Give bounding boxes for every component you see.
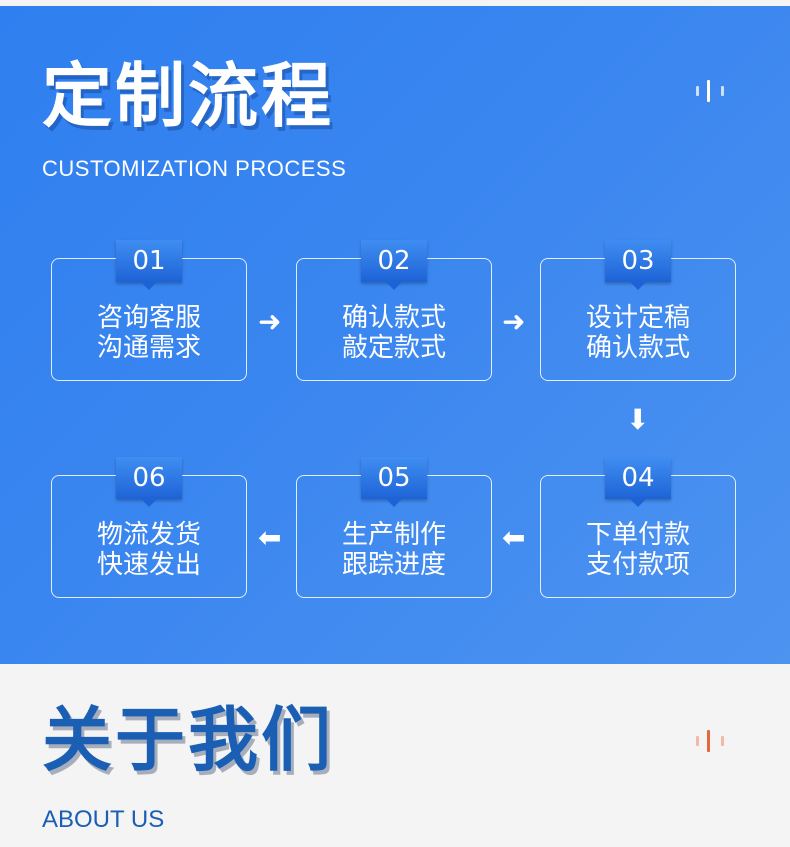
- step-04: 04 下单付款 支付款项: [540, 457, 736, 598]
- step-03: 03 设计定稿 确认款式: [540, 240, 736, 381]
- customization-process-section: 定制流程 CUSTOMIZATION PROCESS 01 咨询客服 沟通需求 …: [0, 6, 790, 664]
- step-text: 确认款式 敲定款式: [297, 303, 491, 363]
- arrow-left-icon: ⬅: [502, 521, 526, 554]
- bars-decoration-icon: [696, 80, 726, 102]
- arrow-down-icon: ⬇: [626, 403, 650, 436]
- arrow-right-icon: ➜: [502, 305, 526, 338]
- step-text: 咨询客服 沟通需求: [52, 303, 246, 363]
- step-line-1: 确认款式: [341, 303, 446, 333]
- top-strip: [0, 0, 790, 6]
- step-line-2: 支付款项: [585, 550, 690, 580]
- step-line-1: 下单付款: [585, 520, 690, 550]
- step-text: 生产制作 跟踪进度: [297, 520, 491, 580]
- step-number-badge: 01: [116, 240, 182, 282]
- arrow-right-icon: ➜: [258, 305, 282, 338]
- process-subtitle: CUSTOMIZATION PROCESS: [42, 156, 347, 181]
- step-line-1: 物流发货: [96, 520, 201, 550]
- arrow-left-icon: ⬅: [258, 521, 282, 554]
- step-line-1: 设计定稿: [585, 303, 690, 333]
- step-number-badge: 06: [116, 457, 182, 499]
- process-title: 定制流程: [42, 55, 334, 137]
- step-05: 05 生产制作 跟踪进度: [296, 457, 492, 598]
- step-number-badge: 04: [605, 457, 671, 499]
- step-01: 01 咨询客服 沟通需求: [51, 240, 247, 381]
- about-title: 关于我们: [42, 699, 334, 781]
- step-line-2: 快速发出: [96, 550, 201, 580]
- step-text: 物流发货 快速发出: [52, 520, 246, 580]
- step-line-1: 咨询客服: [96, 303, 201, 333]
- step-text: 设计定稿 确认款式: [541, 303, 735, 363]
- step-line-2: 沟通需求: [96, 333, 201, 363]
- step-line-2: 跟踪进度: [341, 550, 446, 580]
- step-text: 下单付款 支付款项: [541, 520, 735, 580]
- step-line-2: 敲定款式: [341, 333, 446, 363]
- step-02: 02 确认款式 敲定款式: [296, 240, 492, 381]
- step-number-badge: 02: [361, 240, 427, 282]
- step-line-1: 生产制作: [341, 520, 446, 550]
- step-number-badge: 03: [605, 240, 671, 282]
- about-subtitle: ABOUT US: [42, 806, 165, 833]
- step-06: 06 物流发货 快速发出: [51, 457, 247, 598]
- step-line-2: 确认款式: [585, 333, 690, 363]
- step-number-badge: 05: [361, 457, 427, 499]
- bars-decoration-icon: [696, 730, 726, 752]
